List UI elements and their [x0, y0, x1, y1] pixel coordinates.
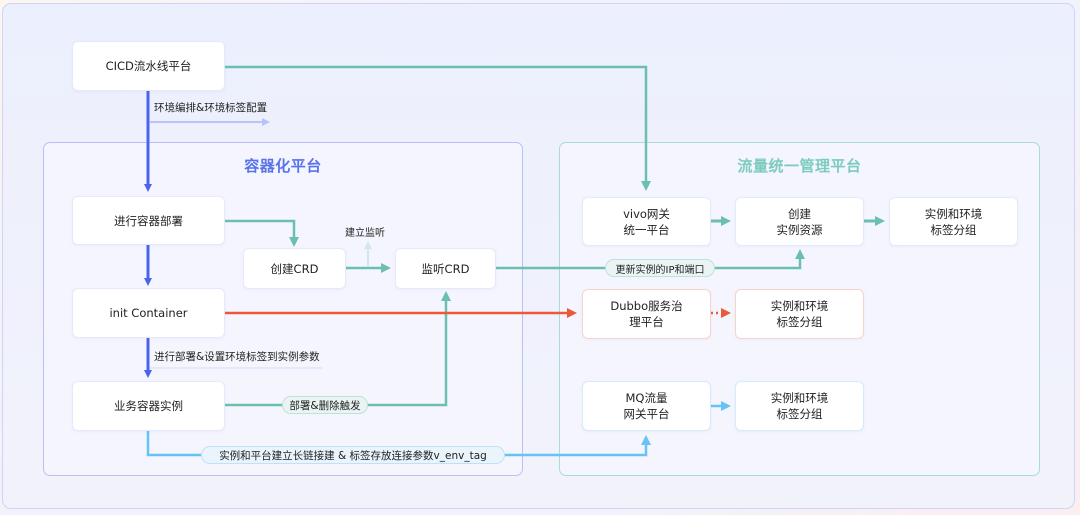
- business-instance-label: 业务容器实例: [114, 399, 183, 413]
- cicd-pipeline-node[interactable]: CICD流水线平台: [72, 41, 225, 91]
- init-container-label: init Container: [109, 306, 188, 320]
- env-group-node-3[interactable]: 实例和环境 标签分组: [735, 381, 864, 431]
- create-crd-label: 创建CRD: [270, 261, 319, 276]
- deploy-container-node[interactable]: 进行容器部署: [72, 196, 225, 245]
- cicd-pipeline-label: CICD流水线平台: [105, 59, 192, 73]
- set-env-tag-label: 进行部署&设置环境标签到实例参数: [154, 351, 320, 363]
- env-group-label-3: 实例和环境 标签分组: [770, 391, 829, 421]
- env-group-node-2[interactable]: 实例和环境 标签分组: [735, 289, 864, 339]
- vivo-gateway-label: vivo网关 统一平台: [623, 206, 670, 237]
- long-connection-pill: 实例和平台建立长链接建 & 标签存放连接参数v_env_tag: [201, 446, 505, 464]
- watch-crd-label: 监听CRD: [421, 261, 470, 276]
- mq-gateway-label: MQ流量 网关平台: [623, 391, 670, 421]
- dubbo-governance-node[interactable]: Dubbo服务治 理平台: [582, 289, 711, 339]
- deploy-container-label: 进行容器部署: [114, 213, 183, 228]
- create-crd-node[interactable]: 创建CRD: [243, 248, 346, 289]
- env-group-node-1[interactable]: 实例和环境 标签分组: [889, 197, 1018, 246]
- create-resource-label: 创建 实例资源: [776, 206, 823, 237]
- update-ip-pill: 更新实例的IP和端口: [605, 259, 715, 277]
- env-group-label-2: 实例和环境 标签分组: [770, 299, 829, 329]
- watch-crd-node[interactable]: 监听CRD: [395, 248, 496, 289]
- env-group-label-1: 实例和环境 标签分组: [924, 206, 983, 237]
- create-resource-node[interactable]: 创建 实例资源: [735, 197, 864, 246]
- deploy-delete-pill: 部署&删除触发: [282, 396, 368, 414]
- dubbo-governance-label: Dubbo服务治 理平台: [610, 299, 683, 329]
- mq-gateway-node[interactable]: MQ流量 网关平台: [582, 381, 711, 431]
- container-platform-title: 容器化平台: [244, 157, 322, 175]
- build-listen-label: 建立监听: [345, 228, 385, 239]
- business-instance-node[interactable]: 业务容器实例: [72, 381, 225, 431]
- traffic-platform-title: 流量统一管理平台: [737, 157, 862, 175]
- vivo-gateway-node[interactable]: vivo网关 统一平台: [582, 197, 711, 246]
- env-config-label: 环境编排&环境标签配置: [154, 102, 268, 114]
- init-container-node[interactable]: init Container: [72, 288, 225, 338]
